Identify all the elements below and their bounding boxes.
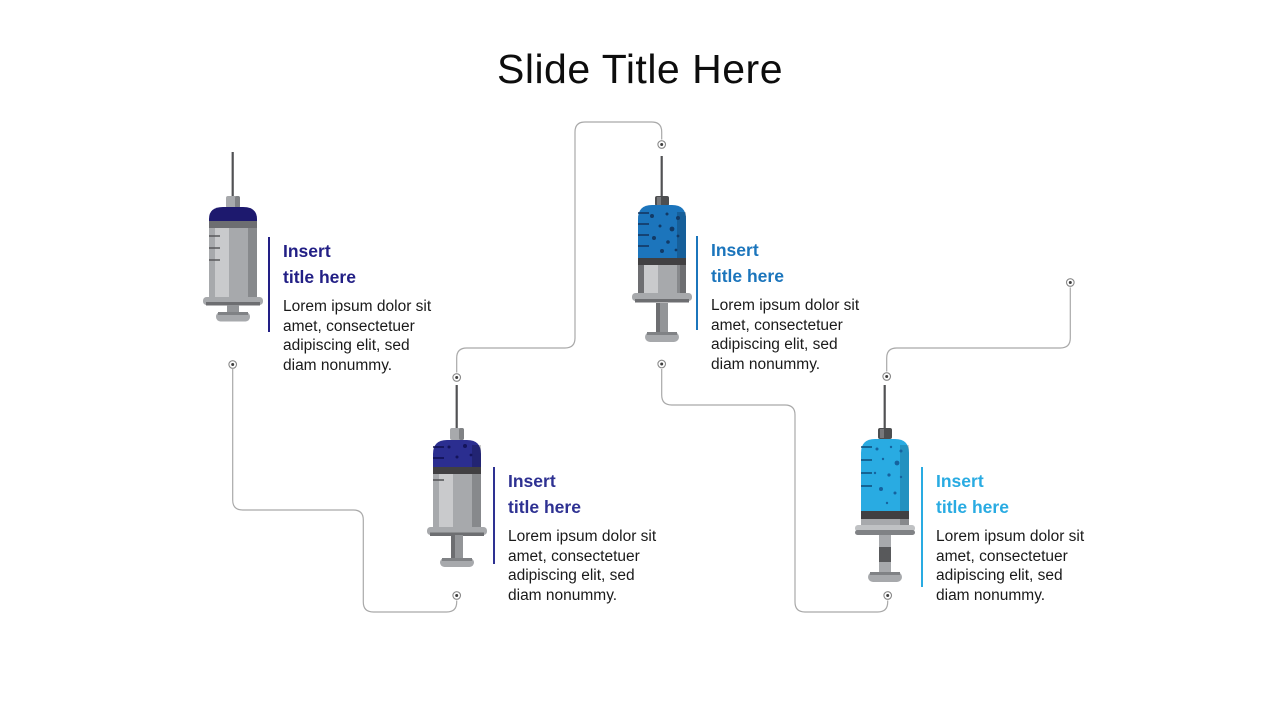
connector-node-dot bbox=[452, 591, 462, 600]
connector-path-top-right bbox=[886, 287, 1071, 372]
syringe-icon bbox=[427, 385, 487, 567]
infographic-item-3: Insert title here Lorem ipsum dolor sit … bbox=[427, 385, 687, 615]
connector-path-left-bottom bbox=[232, 369, 458, 613]
connector-nodes bbox=[228, 140, 1075, 600]
syringe-icon bbox=[203, 152, 263, 322]
item-title-line2: title here bbox=[711, 266, 784, 286]
item-title-line2: title here bbox=[508, 497, 581, 517]
connector-node-dot bbox=[882, 372, 892, 381]
item-title-line1: Insert bbox=[936, 471, 984, 491]
connector-node-dot bbox=[228, 360, 238, 369]
item-body-text: Lorem ipsum dolor sit amet, consectetuer… bbox=[283, 298, 432, 374]
connector-path-right-bottom bbox=[661, 369, 889, 613]
infographic-item-2: Insert title here Lorem ipsum dolor sit … bbox=[632, 156, 892, 386]
title-separator-bar bbox=[696, 236, 698, 330]
title-separator-bar bbox=[268, 237, 270, 332]
title-separator-bar bbox=[921, 467, 923, 587]
item-body-text: Lorem ipsum dolor sit amet, consectetuer… bbox=[508, 528, 657, 604]
item-title-line2: title here bbox=[936, 497, 1009, 517]
item-text-block: Insert title here Lorem ipsum dolor sit … bbox=[711, 237, 883, 374]
connector-node-dot bbox=[883, 591, 893, 600]
connector-path-top bbox=[456, 121, 663, 373]
connector-node-dot bbox=[657, 359, 667, 369]
syringe-icon bbox=[855, 385, 915, 582]
item-title-line1: Insert bbox=[283, 241, 331, 261]
connector-node-dot bbox=[657, 140, 667, 149]
item-text-block: Insert title here Lorem ipsum dolor sit … bbox=[936, 468, 1108, 605]
infographic-item-1: Insert title here Lorem ipsum dolor sit … bbox=[203, 152, 463, 382]
infographic-item-4: Insert title here Lorem ipsum dolor sit … bbox=[855, 385, 1115, 615]
connector-node-dot bbox=[1065, 278, 1075, 287]
item-text-block: Insert title here Lorem ipsum dolor sit … bbox=[508, 468, 680, 605]
slide-title: Slide Title Here bbox=[496, 46, 783, 92]
title-separator-bar bbox=[493, 467, 495, 564]
item-text-block: Insert title here Lorem ipsum dolor sit … bbox=[283, 238, 455, 375]
item-title-line2: title here bbox=[283, 267, 356, 287]
item-body-text: Lorem ipsum dolor sit amet, consectetuer… bbox=[711, 297, 860, 373]
syringe-icon bbox=[632, 156, 692, 342]
connector-node-dot bbox=[452, 373, 462, 382]
item-title-line1: Insert bbox=[508, 471, 556, 491]
item-title-line1: Insert bbox=[711, 240, 759, 260]
item-body-text: Lorem ipsum dolor sit amet, consectetuer… bbox=[936, 528, 1085, 604]
